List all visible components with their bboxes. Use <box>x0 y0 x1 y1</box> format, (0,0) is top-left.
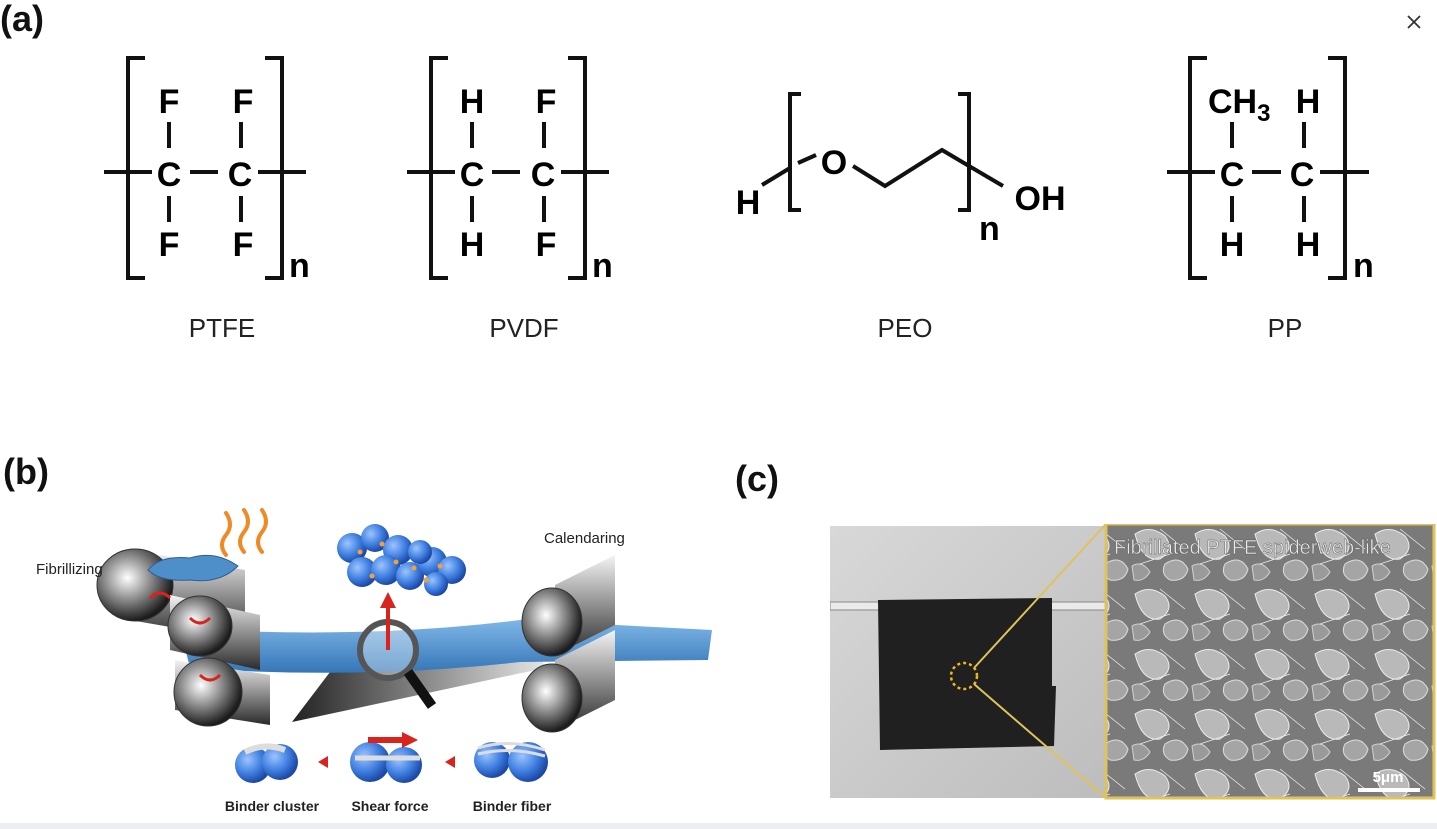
step-arrow-2 <box>445 756 455 768</box>
pp-name: PP <box>1268 313 1303 343</box>
ptfe-bottom-2: F <box>233 226 254 264</box>
pvdf-top-2: F <box>536 83 557 121</box>
peo-oxygen: O <box>821 144 847 182</box>
electrode-film-sheet <box>878 598 1056 750</box>
sem-image <box>1104 524 1436 800</box>
panel-a-label: (a) <box>0 0 44 39</box>
scale-bar-label: 5μm <box>1373 769 1404 786</box>
zoom-line-bottom <box>973 683 1107 799</box>
binder-step-shear <box>350 732 422 783</box>
peo-left-h: H <box>736 184 761 222</box>
step-label-1: Binder cluster <box>225 798 320 814</box>
sem-caption: Fibrillated PTFE spiderweb-like <box>1114 537 1391 559</box>
structure-pp: CH3 H C C H H n <box>1167 56 1374 285</box>
pp-bottom-1: H <box>1220 226 1245 264</box>
particle-cluster <box>337 524 466 596</box>
ptfe-top-2: F <box>233 83 254 121</box>
calendaring-rolls <box>521 555 615 733</box>
fibrillizing-label: Fibrillizing <box>36 561 103 578</box>
structure-ptfe: F F C C F F n <box>104 56 310 285</box>
step-label-2: Shear force <box>351 798 428 814</box>
panel-c-images: Fibrillated PTFE spiderweb-like 5μm <box>830 524 1436 800</box>
close-button[interactable] <box>1401 9 1427 35</box>
ptfe-c-1: C <box>157 156 182 194</box>
step-arrow-1 <box>318 756 328 768</box>
pp-ch-subscript: 3 <box>1257 100 1270 127</box>
magnifier-icon <box>357 592 437 709</box>
ptfe-c-2: C <box>228 156 253 194</box>
binder-step-cluster <box>235 743 298 783</box>
pvdf-bottom-2: F <box>536 226 557 264</box>
pp-c-2: C <box>1290 156 1315 194</box>
pvdf-c-1: C <box>460 156 485 194</box>
pp-subscript: n <box>1353 247 1374 285</box>
peo-name: PEO <box>878 313 933 343</box>
zoom-line-top <box>973 524 1107 669</box>
ptfe-top-1: F <box>159 83 180 121</box>
calendaring-label: Calendaring <box>544 530 625 547</box>
zoom-marker <box>949 661 979 691</box>
binder-step-fiber <box>474 741 548 782</box>
panel-b-schematic: Fibrillizing Calendaring Binder cluster … <box>36 508 712 814</box>
structure-peo: H O OH n <box>736 92 1066 248</box>
pp-bottom-2: H <box>1296 226 1321 264</box>
pp-c-1: C <box>1220 156 1245 194</box>
pp-top-1: CH3 <box>1208 83 1270 127</box>
page-bottom-strip <box>0 823 1437 829</box>
scale-bar <box>1358 788 1420 792</box>
pvdf-c-2: C <box>531 156 556 194</box>
step-label-3: Binder fiber <box>473 798 552 814</box>
ptfe-subscript: n <box>289 247 310 285</box>
structure-pvdf: H F C C H F n <box>407 56 613 285</box>
panel-b-label: (b) <box>3 451 49 492</box>
close-icon <box>1407 15 1421 29</box>
panel-c-label: (c) <box>735 458 779 499</box>
pp-ch: CH <box>1208 83 1257 121</box>
pvdf-subscript: n <box>592 247 613 285</box>
pp-top-2: H <box>1296 83 1321 121</box>
pvdf-name: PVDF <box>489 313 558 343</box>
peo-subscript: n <box>979 210 1000 248</box>
peo-right-oh: OH <box>1015 180 1066 218</box>
fibrillizing-rolls <box>96 548 270 727</box>
pvdf-top-1: H <box>460 83 485 121</box>
ptfe-name: PTFE <box>189 313 255 343</box>
heat-icon <box>220 508 268 557</box>
ptfe-bottom-1: F <box>159 226 180 264</box>
pvdf-bottom-1: H <box>460 226 485 264</box>
panel-a-structures: F F C C F F n PTFE H F C C H F n PVDF H … <box>104 56 1374 343</box>
